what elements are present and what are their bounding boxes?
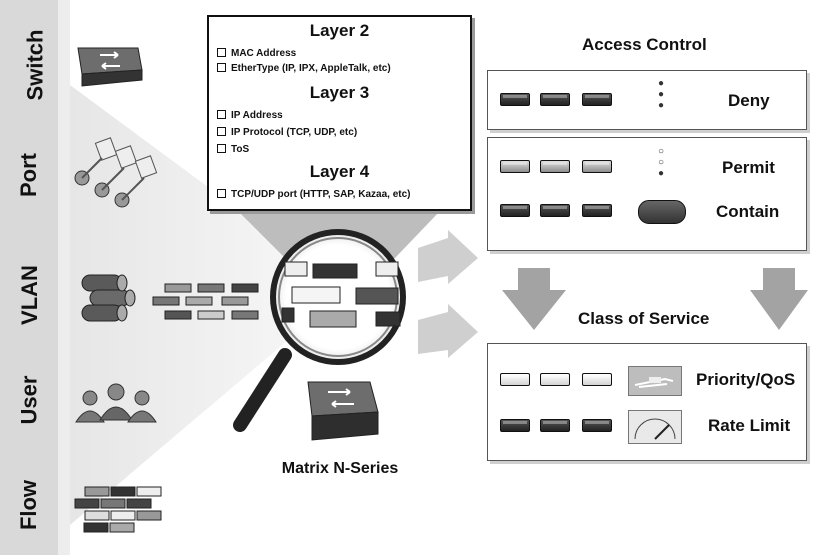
gauge-icon bbox=[628, 410, 682, 444]
traffic-light-icon: ●●● bbox=[657, 78, 665, 111]
deny-panel: ●●● Deny bbox=[487, 70, 807, 130]
users-icon bbox=[75, 383, 157, 423]
packet-mid bbox=[582, 160, 612, 173]
packet-light bbox=[582, 373, 612, 386]
packet-dark bbox=[582, 93, 612, 106]
packet-dark bbox=[500, 419, 530, 432]
port-connector-icon bbox=[74, 137, 158, 208]
flow-packets bbox=[74, 486, 162, 533]
packet-light bbox=[500, 373, 530, 386]
traffic-light-icon: ○○● bbox=[657, 146, 665, 179]
layer2-item-ethertype: EtherType (IP, IPX, AppleTalk, etc) bbox=[217, 63, 391, 74]
magnifier-handle bbox=[233, 348, 292, 432]
contain-label: Contain bbox=[716, 202, 780, 221]
layer2-item-mac: MAC Address bbox=[217, 48, 296, 59]
priority-qos-label: Priority/QoS bbox=[696, 370, 796, 389]
deny-label: Deny bbox=[728, 91, 770, 110]
layer-info-box: Layer 2 MAC Address EtherType (IP, IPX, … bbox=[207, 15, 472, 211]
packet-stream bbox=[152, 283, 259, 320]
packet-dark bbox=[540, 93, 570, 106]
pipe-icon bbox=[638, 200, 686, 224]
access-control-heading: Access Control bbox=[582, 35, 707, 54]
packet-mid bbox=[500, 160, 530, 173]
packet-dark bbox=[500, 204, 530, 217]
packet-dark bbox=[500, 93, 530, 106]
packet-dark bbox=[582, 204, 612, 217]
category-column bbox=[0, 0, 58, 555]
packet-dark bbox=[582, 419, 612, 432]
permit-label: Permit bbox=[722, 158, 775, 177]
packet-dark bbox=[540, 204, 570, 217]
arrow-down-icon bbox=[502, 268, 808, 330]
layer3-title: Layer 3 bbox=[309, 83, 370, 102]
layer4-title: Layer 4 bbox=[309, 162, 370, 181]
permit-contain-panel: ○○● Permit Contain bbox=[487, 137, 807, 251]
category-column-edge bbox=[58, 0, 70, 555]
layer2-title: Layer 2 bbox=[309, 21, 370, 40]
packet-light bbox=[540, 373, 570, 386]
layer3-item-ip: IP Address bbox=[217, 110, 283, 121]
layer4-item-port: TCP/UDP port (HTTP, SAP, Kazaa, etc) bbox=[217, 189, 411, 200]
class-of-service-heading: Class of Service bbox=[578, 309, 710, 328]
magnifier-icon bbox=[270, 229, 406, 365]
priority-qos-icon bbox=[628, 366, 682, 396]
vlan-cylinder-icon bbox=[81, 274, 136, 322]
layer3-item-protocol: IP Protocol (TCP, UDP, etc) bbox=[217, 127, 357, 138]
packet-mid bbox=[540, 160, 570, 173]
layer3-item-tos: ToS bbox=[217, 144, 249, 155]
rate-limit-label: Rate Limit bbox=[708, 416, 791, 435]
switch-icon bbox=[77, 47, 143, 87]
packet-dark bbox=[540, 419, 570, 432]
device-label: Matrix N-Series bbox=[281, 460, 399, 477]
arrow-right-icon bbox=[418, 230, 478, 358]
matrix-switch-icon bbox=[307, 381, 379, 441]
class-of-service-panel: Priority/QoS Rate Limit bbox=[487, 343, 807, 461]
